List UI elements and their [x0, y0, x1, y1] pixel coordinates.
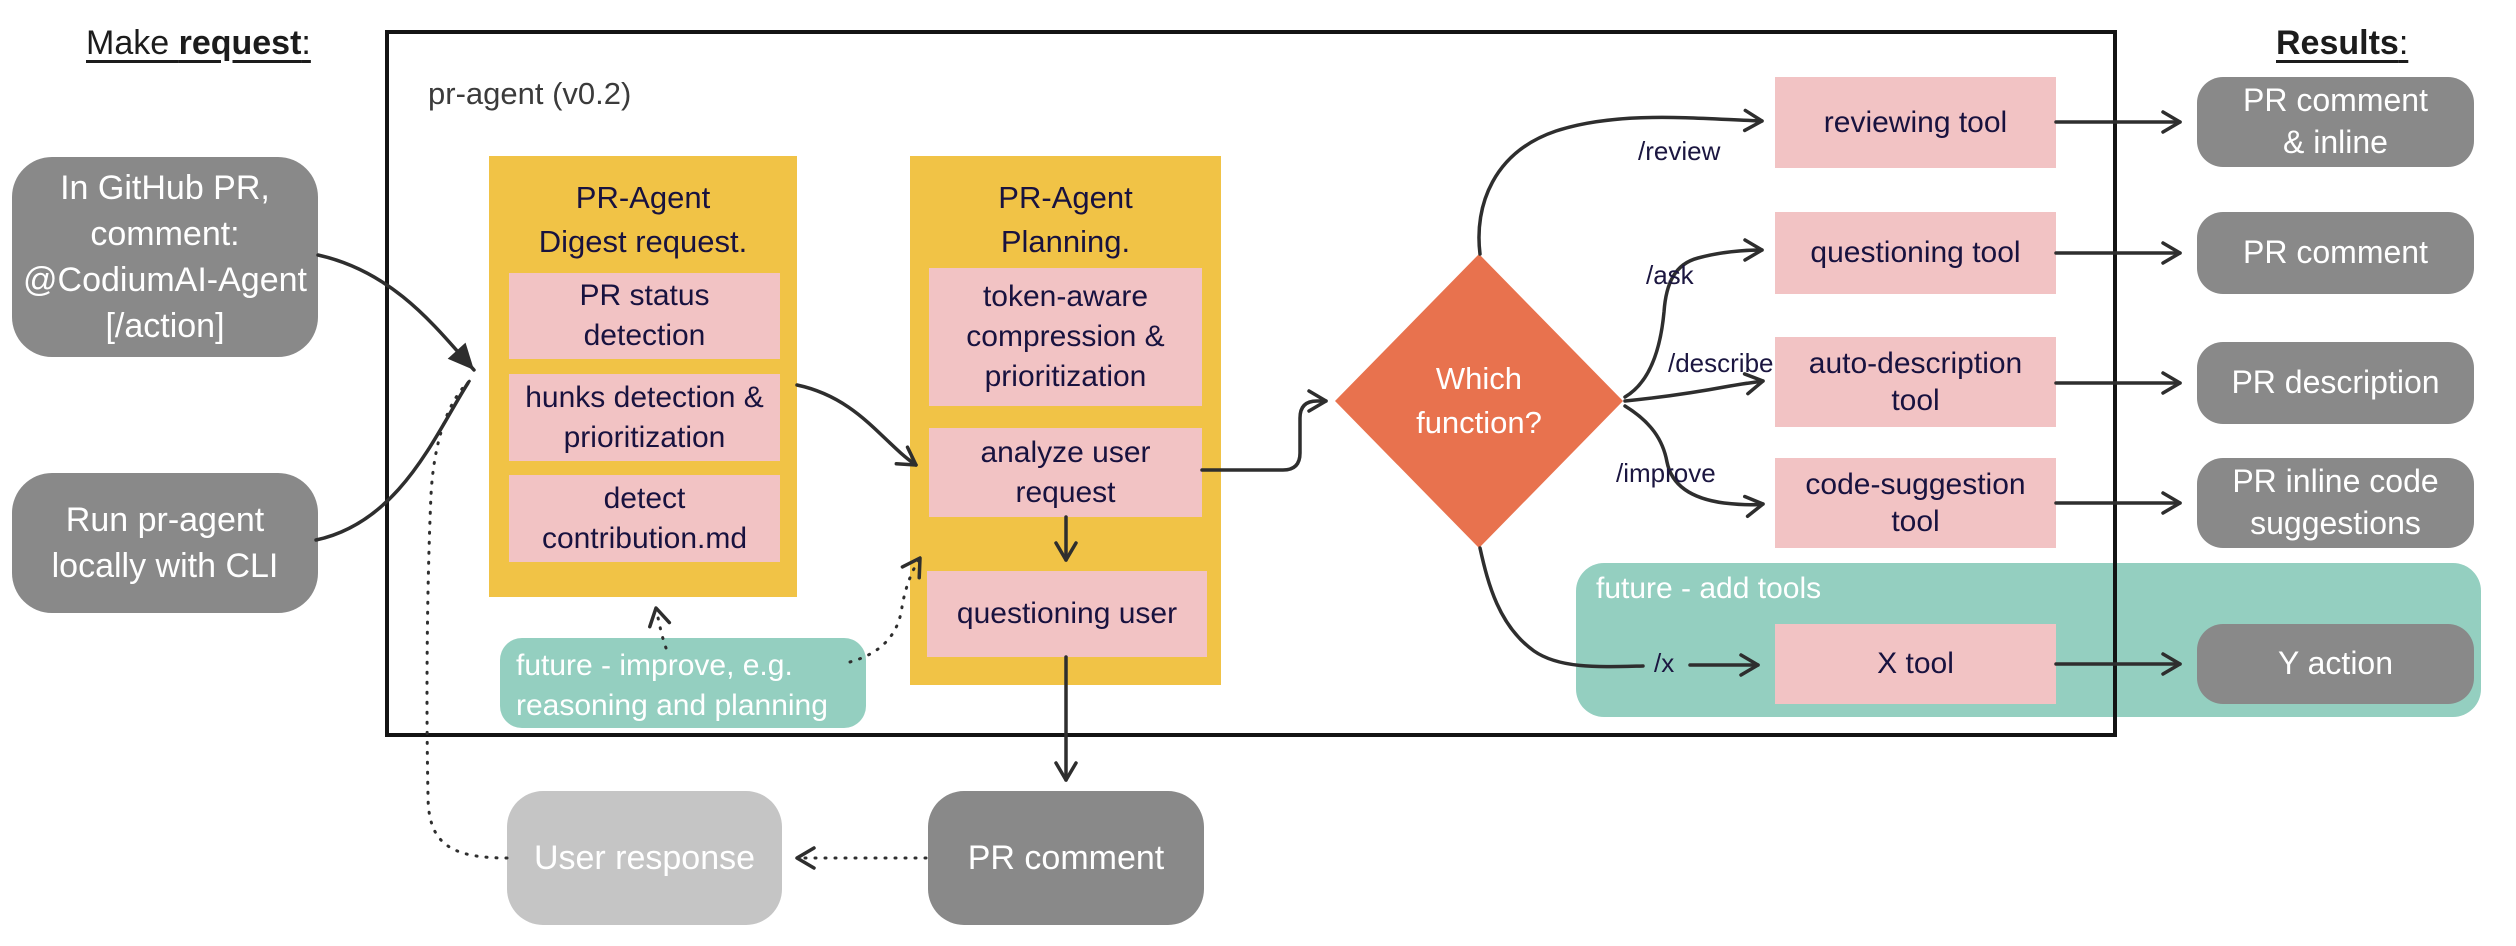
planning-step-analyze: analyze user request — [929, 428, 1202, 517]
tool-box-code-suggestion: code-suggestion tool — [1775, 458, 2056, 548]
planning-box: PR-Agent Planning. token-aware compressi… — [910, 156, 1221, 685]
tool-box-reviewing: reviewing tool — [1775, 77, 2056, 168]
make-request-prefix: Make — [86, 24, 179, 62]
digest-title: PR-Agent Digest request. — [538, 180, 748, 260]
result-box-pr-inline-code: PR inline code suggestions — [2197, 458, 2474, 548]
route-label-describe: /describe — [1668, 348, 1774, 378]
decision-label: Which function? — [1416, 361, 1542, 441]
tool-box-x: X tool — [1775, 624, 2056, 704]
request-node-github: In GitHub PR, comment: @CodiumAI-Agent [… — [12, 157, 318, 357]
make-request-heading: Make request: — [86, 24, 311, 63]
future-improve-note: future - improve, e.g. reasoning and pla… — [500, 638, 866, 728]
request-node-cli: Run pr-agent locally with CLI — [12, 473, 318, 613]
pr-comment-output-box: PR comment — [928, 791, 1204, 925]
route-label-x: /x — [1654, 648, 1675, 678]
tool-box-auto-description: auto-description tool — [1775, 337, 2056, 427]
result-box-pr-comment: PR comment — [2197, 212, 2474, 294]
result-box-pr-comment-inline: PR comment & inline — [2197, 77, 2474, 167]
planning-title: PR-Agent Planning. — [998, 180, 1133, 260]
results-colon: : — [2398, 24, 2409, 62]
pr-agent-version-label: pr-agent (v0.2) — [428, 76, 632, 111]
route-label-review: /review — [1638, 136, 1721, 166]
results-heading: Results: — [2276, 24, 2408, 63]
digest-step-hunks: hunks detection & prioritization — [509, 374, 780, 461]
results-bold: Results — [2276, 24, 2399, 62]
planning-step-token: token-aware compression & prioritization — [929, 268, 1202, 406]
digest-step-contribution: detect contribution.md — [509, 475, 780, 562]
tool-box-questioning: questioning tool — [1775, 212, 2056, 294]
digest-step-pr-status: PR status detection — [509, 273, 780, 359]
user-response-box: User response — [507, 791, 782, 925]
planning-step-questioning: questioning user — [927, 571, 1207, 657]
make-request-colon: : — [301, 24, 311, 62]
result-box-y-action: Y action — [2197, 624, 2474, 704]
result-box-pr-description: PR description — [2197, 342, 2474, 424]
route-label-ask: /ask — [1646, 260, 1694, 290]
digest-box: PR-Agent Digest request. PR status detec… — [489, 156, 797, 597]
route-label-improve: /improve — [1616, 458, 1716, 488]
make-request-bold: request — [178, 24, 302, 62]
